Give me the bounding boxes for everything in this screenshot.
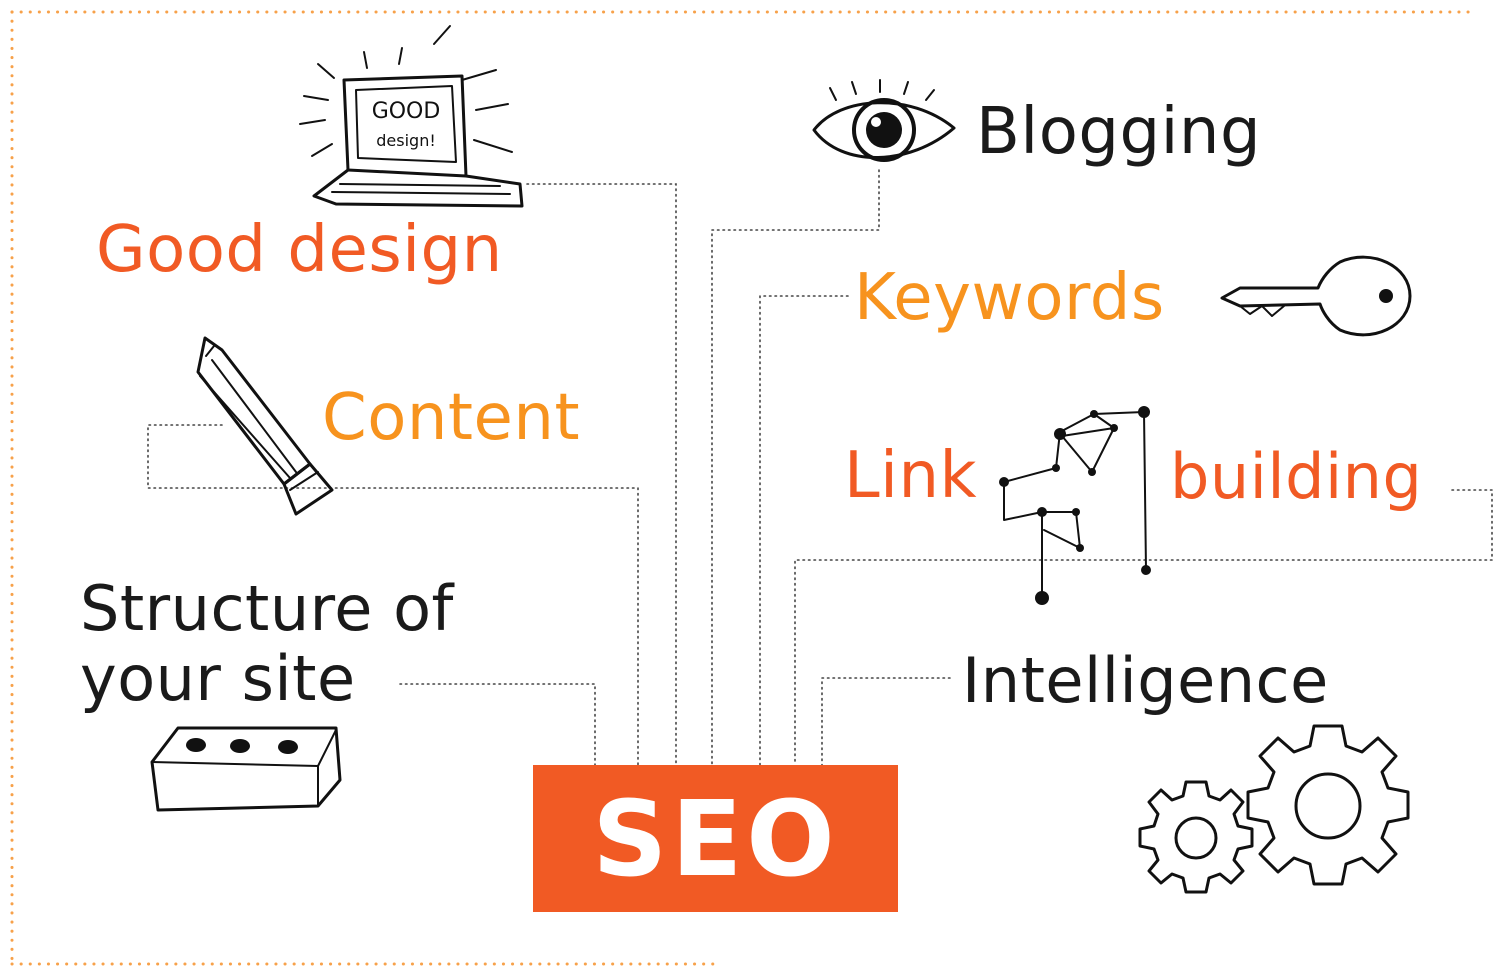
laptop-icon: GOOD design!	[299, 25, 524, 208]
key-icon	[1220, 255, 1412, 337]
label-good-design: Good design	[96, 213, 503, 287]
eye-icon	[812, 79, 956, 162]
label-keywords: Keywords	[854, 261, 1165, 335]
seo-center-box: SEO	[533, 765, 898, 912]
laptop-screen-text-1: GOOD	[372, 99, 441, 124]
network-icon	[999, 406, 1151, 605]
seo-label: SEO	[592, 777, 839, 900]
seo-box-fill	[533, 765, 898, 912]
label-intelligence: Intelligence	[962, 644, 1329, 717]
brick-icon	[150, 726, 342, 812]
laptop-screen-text-2: design!	[376, 131, 436, 150]
label-structure-line-2: your site	[80, 642, 356, 715]
label-blogging: Blogging	[976, 95, 1262, 169]
label-building: building	[1170, 440, 1423, 513]
label-content: Content	[322, 381, 581, 455]
connector-lines	[147, 169, 1493, 766]
pencil-icon	[196, 336, 334, 516]
label-structure-line-1: Structure of	[80, 572, 454, 645]
frame-border	[10, 10, 1472, 966]
gears-icon	[1138, 724, 1410, 894]
label-link: Link	[844, 439, 978, 513]
